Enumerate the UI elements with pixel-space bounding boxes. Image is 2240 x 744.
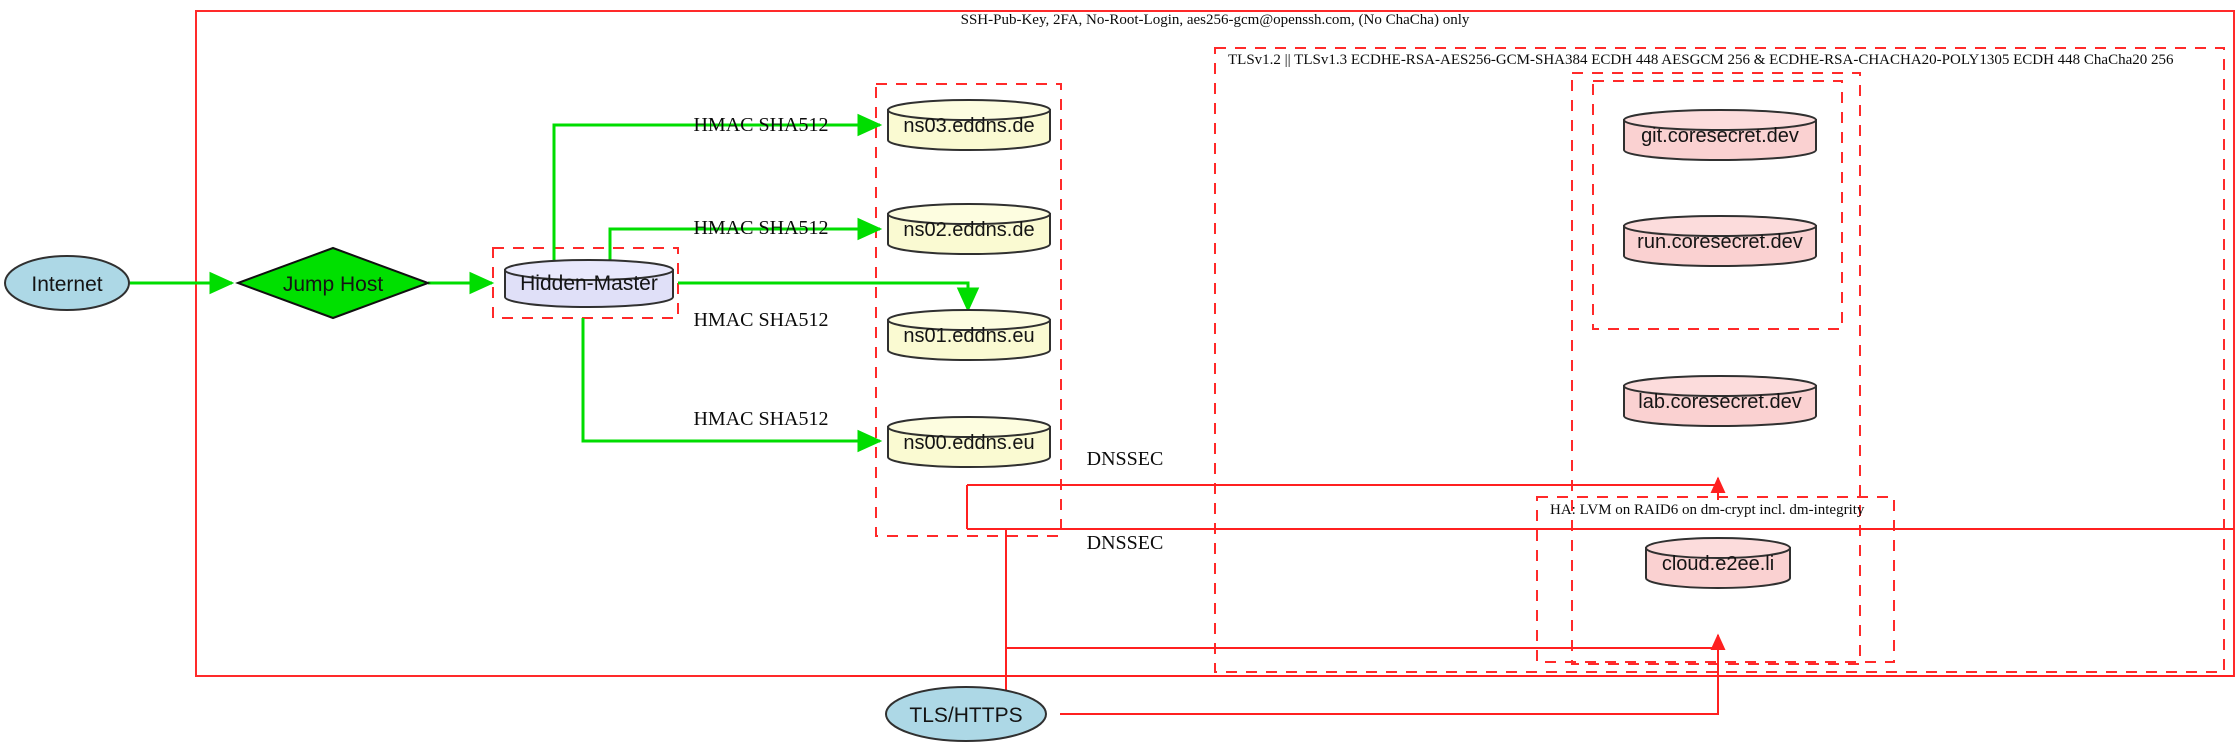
edge-label-dnssec-bottom: DNSSEC xyxy=(1087,532,1164,554)
node-internet-label: Internet xyxy=(31,273,102,296)
edge-hiddenmaster-ns02 xyxy=(608,217,883,262)
cluster-ha-label: HA: LVM on RAID6 on dm-crypt incl. dm-in… xyxy=(1550,502,1865,518)
edge-label-hmac-ns03: HMAC SHA512 xyxy=(693,114,828,136)
node-ns02[interactable]: ns02.eddns.de xyxy=(887,203,1051,255)
node-ns01[interactable]: ns01.eddns.eu xyxy=(887,309,1051,361)
edge-label-hmac-ns02: HMAC SHA512 xyxy=(693,217,828,239)
node-ns00-label: ns00.eddns.eu xyxy=(903,432,1034,454)
edge-tls-right-spine xyxy=(1060,656,1719,715)
node-jump-host-label: Jump Host xyxy=(283,273,384,296)
node-cloud-e2ee-label: cloud.e2ee.li xyxy=(1662,553,1774,575)
node-git-coresecret[interactable]: git.coresecret.dev xyxy=(1623,109,1817,161)
cluster-coresecret xyxy=(1592,80,1843,330)
node-lab-coresecret[interactable]: lab.coresecret.dev xyxy=(1623,375,1817,427)
node-ns03-label: ns03.eddns.de xyxy=(903,115,1034,137)
cluster-ssh-label: SSH-Pub-Key, 2FA, No-Root-Login, aes256-… xyxy=(961,12,1470,28)
node-ns02-label: ns02.eddns.de xyxy=(903,219,1034,241)
node-tls-https[interactable]: TLS/HTTPS xyxy=(885,686,1047,742)
edge-label-hmac-ns00: HMAC SHA512 xyxy=(693,408,828,430)
cluster-dns xyxy=(875,83,1062,537)
node-run-coresecret[interactable]: run.coresecret.dev xyxy=(1623,215,1817,267)
node-ns00[interactable]: ns00.eddns.eu xyxy=(887,416,1051,468)
edge-label-hmac-ns01: HMAC SHA512 xyxy=(693,309,828,331)
edge-label-dnssec-top: DNSSEC xyxy=(1087,448,1164,470)
node-hidden-master[interactable]: Hidden-Master xyxy=(504,259,674,308)
node-cloud-e2ee[interactable]: cloud.e2ee.li xyxy=(1645,537,1791,589)
node-jump-host[interactable]: Jump Host xyxy=(235,246,431,320)
node-ns03[interactable]: ns03.eddns.de xyxy=(887,99,1051,151)
cluster-services xyxy=(1571,72,1861,665)
node-run-coresecret-label: run.coresecret.dev xyxy=(1637,231,1803,253)
cluster-tls xyxy=(1214,47,2225,673)
cluster-ha xyxy=(1536,496,1895,663)
node-hidden-master-label: Hidden-Master xyxy=(520,272,658,295)
node-git-coresecret-label: git.coresecret.dev xyxy=(1641,125,1799,147)
edge-hiddenmaster-ns00 xyxy=(581,318,883,453)
node-internet[interactable]: Internet xyxy=(4,255,130,311)
cluster-tls-label: TLSv1.2 || TLSv1.3 ECDHE-RSA-AES256-GCM-… xyxy=(1228,52,2174,68)
node-lab-coresecret-label: lab.coresecret.dev xyxy=(1638,391,1801,413)
edge-hiddenmaster-ns01 xyxy=(678,281,980,313)
edge-dnssec-top xyxy=(967,483,1719,486)
node-tls-https-label: TLS/HTTPS xyxy=(909,704,1022,727)
edge-hiddenmaster-ns03 xyxy=(552,113,883,262)
node-ns01-label: ns01.eddns.eu xyxy=(903,325,1034,347)
